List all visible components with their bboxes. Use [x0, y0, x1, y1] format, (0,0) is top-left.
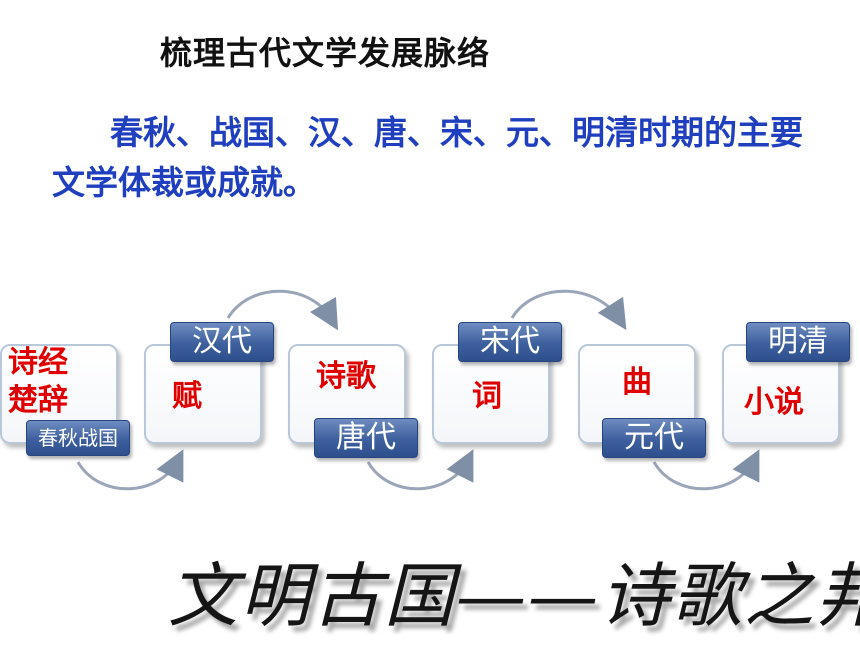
genre-chuci: 楚辞: [8, 383, 68, 418]
page-title: 梳理古代文学发展脉络: [160, 34, 491, 72]
arrow-5: [652, 449, 760, 491]
period-badge-yuan: 元代: [602, 418, 706, 458]
genre-qu: 曲: [622, 365, 652, 400]
period-badge-han: 汉代: [170, 322, 274, 362]
genre-shige: 诗歌: [316, 359, 376, 394]
slogan: 文明古国——诗歌之邦: [168, 555, 860, 637]
genre-ci: 词: [472, 379, 502, 414]
arrow-3: [366, 449, 474, 491]
genre-fu: 赋: [172, 379, 202, 414]
genre-xiaoshuo: 小说: [744, 385, 804, 420]
intro-sentence: 春秋、战国、汉、唐、宋、元、明清时期的主要文学体裁或成就。: [52, 113, 803, 202]
arrow-4: [510, 289, 627, 331]
arrow-1: [76, 449, 184, 491]
arrow-2: [226, 289, 339, 331]
period-badge-chunqiu: 春秋战国: [26, 420, 130, 456]
period-badge-song: 宋代: [458, 322, 562, 362]
intro-text: 春秋、战国、汉、唐、宋、元、明清时期的主要文学体裁或成就。: [52, 108, 812, 208]
genre-shijing: 诗经: [8, 345, 68, 380]
period-badge-mingqing: 明清: [746, 322, 850, 362]
period-badge-tang: 唐代: [314, 418, 418, 458]
